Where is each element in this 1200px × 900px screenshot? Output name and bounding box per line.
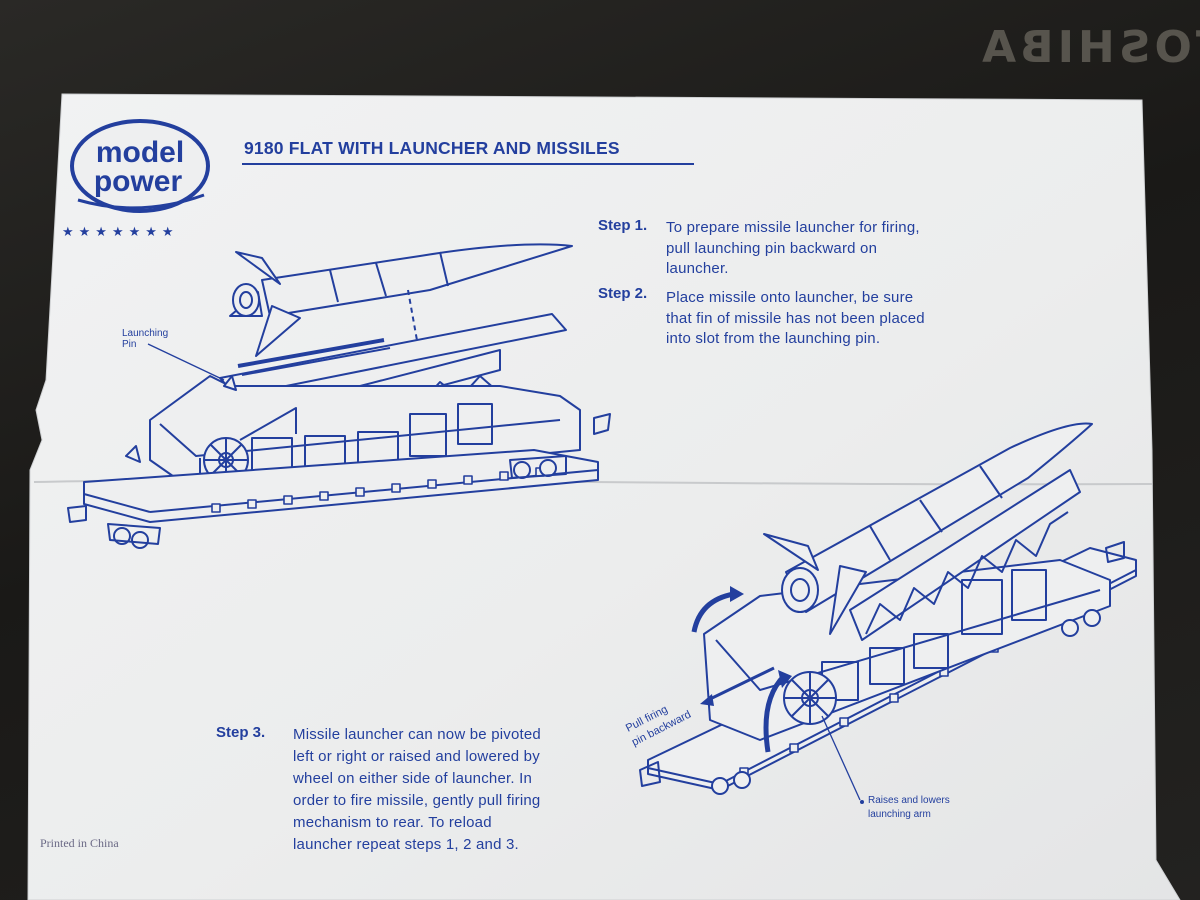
step-2-line-3: into slot from the launching pin. <box>666 330 881 347</box>
step-2-line-1: Place missile onto launcher, be sure <box>666 289 914 306</box>
step-1-line-3: launcher. <box>666 260 729 277</box>
step-3-line-5: mechanism to rear. To reload <box>293 814 492 831</box>
raises-lowers-label-line2: launching arm <box>868 809 931 820</box>
launching-pin-label-line2: Pin <box>122 339 136 350</box>
launcher-car-illustration-bottom <box>639 422 1137 795</box>
printed-in-china-footer: Printed in China <box>40 836 119 850</box>
step-2-label: Step 2. <box>598 285 648 302</box>
model-power-logo: model power <box>70 119 210 213</box>
logo-power-text: power <box>94 165 183 198</box>
step-1-line-2: pull launching pin backward on <box>666 240 878 257</box>
step-3-line-4: order to fire missile, gently pull firin… <box>293 792 541 809</box>
raises-lowers-label-line1: Raises and lowers <box>868 795 950 806</box>
launcher-car-illustration-top <box>67 243 611 549</box>
step-2-line-2: that fin of missile has not been placed <box>666 310 925 327</box>
logo-model-text: model <box>96 136 184 169</box>
missile-illustration-top <box>229 243 573 357</box>
logo-stars: ★★★★★★★ <box>62 225 179 240</box>
step-3-line-3: wheel on either side of launcher. In <box>293 770 533 787</box>
step-3-label: Step 3. <box>216 724 266 741</box>
title-underline <box>242 163 694 165</box>
launching-pin-label-line1: Launching <box>122 328 168 339</box>
step-3-line-1: Missile launcher can now be pivoted <box>293 726 541 743</box>
page-title: 9180 FLAT WITH LAUNCHER AND MISSILES <box>244 138 620 158</box>
step-1-line-1: To prepare missile launcher for firing, <box>666 219 920 236</box>
rotation-arrows <box>691 591 786 753</box>
step-1-label: Step 1. <box>598 217 648 234</box>
step-3-line-2: left or right or raised and lowered by <box>293 748 540 765</box>
step-3-line-6: launcher repeat steps 1, 2 and 3. <box>293 836 519 853</box>
